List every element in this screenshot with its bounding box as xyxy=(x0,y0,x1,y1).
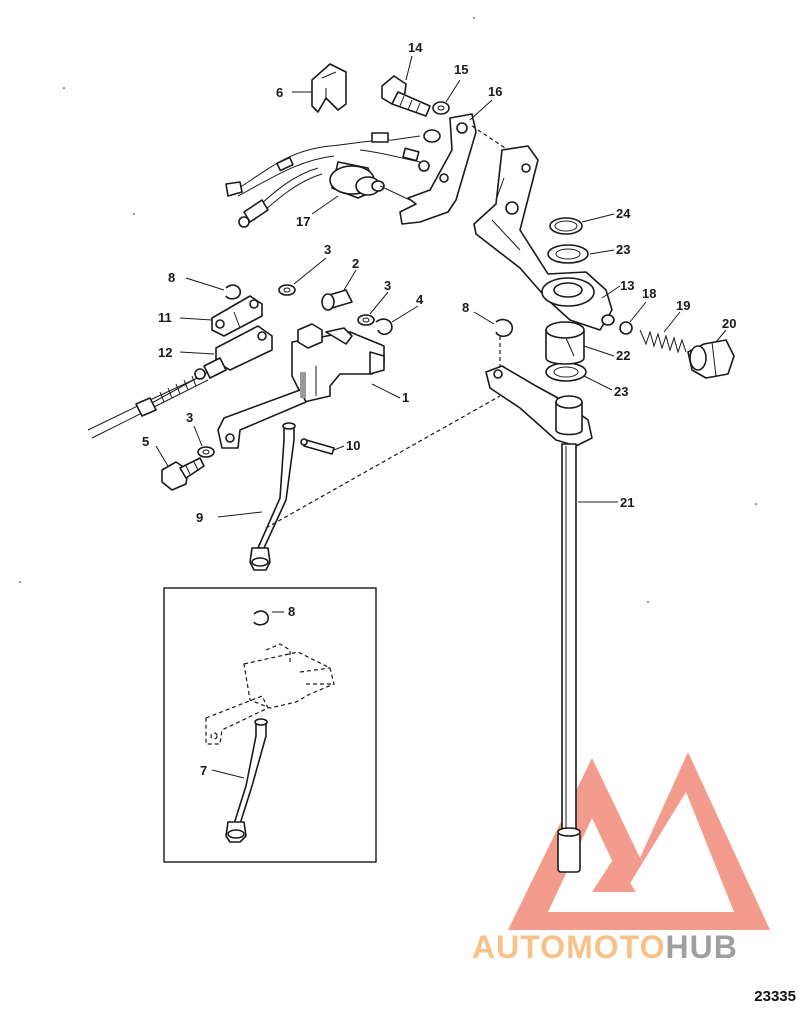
part-3-washer-mid xyxy=(357,314,375,326)
watermark-text: AUTOMOTOHUB xyxy=(472,929,738,965)
callout-19: 19 xyxy=(676,298,690,313)
part-3-washer-low xyxy=(197,446,215,458)
callout-12: 12 xyxy=(158,345,172,360)
part-1-bracket-assembly xyxy=(217,323,385,449)
callout-8-inset: 8 xyxy=(288,604,295,619)
callout-10: 10 xyxy=(346,438,360,453)
callout-13: 13 xyxy=(620,278,634,293)
part-12-cable-end xyxy=(203,325,273,379)
callout-5: 5 xyxy=(142,434,149,449)
part-7-link-rod xyxy=(225,718,268,843)
callout-3-mid: 3 xyxy=(384,278,391,293)
part-15-washer xyxy=(432,101,450,115)
callout-17: 17 xyxy=(296,214,310,229)
scan-specks xyxy=(19,17,757,603)
part-24-snap-ring xyxy=(549,217,583,235)
part-9-link-rod xyxy=(249,422,296,571)
callout-4: 4 xyxy=(416,292,424,307)
callout-8-right: 8 xyxy=(462,300,469,315)
part-8-eclip-right xyxy=(495,318,514,338)
part-13-shift-lever xyxy=(473,145,615,331)
callout-2: 2 xyxy=(352,256,359,271)
part-8-eclip-left xyxy=(225,284,242,300)
callout-23-lower: 23 xyxy=(614,384,628,399)
part-21-shift-rod xyxy=(485,365,593,873)
callout-11: 11 xyxy=(158,310,172,325)
callout-16: 16 xyxy=(488,84,502,99)
watermark-logo: AUTOMOTOHUB xyxy=(472,752,770,965)
callout-15: 15 xyxy=(454,62,468,77)
inset-alternate-assembly: 8 7 xyxy=(163,587,377,863)
part-23-washer-upper xyxy=(547,244,589,264)
part-16-bracket xyxy=(379,113,477,225)
part-19-spring xyxy=(639,329,687,354)
callout-7: 7 xyxy=(200,763,207,778)
callout-6: 6 xyxy=(276,85,283,100)
part-8-eclip-inset xyxy=(253,610,270,626)
watermark-inner-mark xyxy=(592,858,636,892)
part-6-clip xyxy=(311,63,347,113)
callout-9: 9 xyxy=(196,510,203,525)
part-20-plug xyxy=(687,339,735,379)
part-17-switch-harness xyxy=(225,129,441,228)
callout-20: 20 xyxy=(722,316,736,331)
callout-3-low: 3 xyxy=(186,410,193,425)
callout-23-upper: 23 xyxy=(616,242,630,257)
callout-24: 24 xyxy=(616,206,631,221)
part-3-washer-top xyxy=(278,284,296,296)
watermark-triangle-inner xyxy=(548,792,734,912)
callout-3-top: 3 xyxy=(324,242,331,257)
callout-8-left: 8 xyxy=(168,270,175,285)
callout-1: 1 xyxy=(402,390,409,405)
part-18-ball xyxy=(619,321,633,335)
part-11-link xyxy=(211,295,263,337)
part-4-eclip xyxy=(375,318,393,336)
callout-22: 22 xyxy=(616,348,630,363)
callout-18: 18 xyxy=(642,286,656,301)
callout-21: 21 xyxy=(620,495,634,510)
throttle-cable xyxy=(87,368,209,439)
part-23-washer-lower xyxy=(545,362,587,382)
part-22-bushing xyxy=(545,321,585,365)
callout-14: 14 xyxy=(408,40,423,55)
inset-dashed-bracket xyxy=(205,643,335,745)
reference-number: 23335 xyxy=(754,988,796,1005)
part-2-pin xyxy=(321,289,353,311)
part-5-bolt xyxy=(161,457,205,491)
part-10-cotter-pin xyxy=(300,438,335,455)
part-14-bolt xyxy=(381,75,431,117)
